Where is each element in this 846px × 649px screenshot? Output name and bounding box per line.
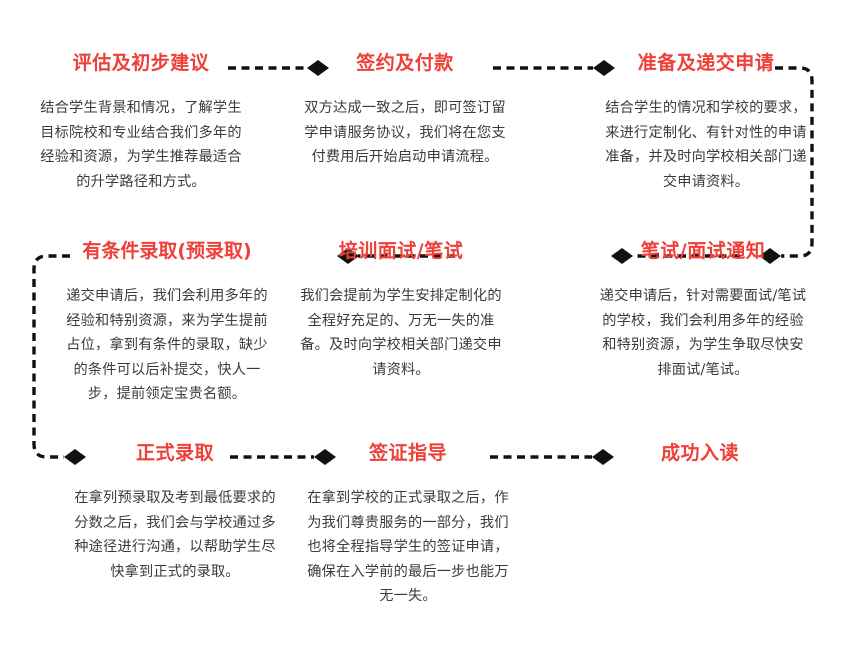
flow-step-3-title: 准备及递交申请 bbox=[637, 52, 775, 74]
flow-step-9-title: 成功入读 bbox=[660, 442, 739, 464]
flow-step-7[interactable]: 正式录取 在拿列预录取及考到最低要求的分数之后，我们会与学校通过多种途径进行沟通… bbox=[70, 440, 280, 584]
flow-step-4-body: 递交申请后，我们会利用多年的经验和特别资源，来为学生提前占位，拿到有条件的录取，… bbox=[66, 288, 268, 402]
flow-step-7-title: 正式录取 bbox=[135, 442, 214, 464]
flow-step-1-body: 结合学生背景和情况，了解学生目标院校和专业结合我们多年的经验和资源，为学生推荐最… bbox=[40, 100, 242, 190]
flow-step-8-title: 签证指导 bbox=[368, 442, 447, 464]
flow-step-2-body: 双方达成一致之后，即可签订留学申请服务协议，我们将在您支付费用后开始启动申请流程… bbox=[304, 100, 506, 165]
flow-step-5-title: 培训面试/笔试 bbox=[338, 240, 464, 262]
flow-step-3[interactable]: 准备及递交申请 结合学生的情况和学校的要求，来进行定制化、有针对性的申请准备，并… bbox=[601, 50, 811, 194]
flow-step-1[interactable]: 评估及初步建议 结合学生背景和情况，了解学生目标院校和专业结合我们多年的经验和资… bbox=[36, 50, 246, 194]
flow-step-5[interactable]: 培训面试/笔试 我们会提前为学生安排定制化的全程好充足的、万无一失的准备。及时向… bbox=[296, 238, 506, 382]
flow-step-8-body: 在拿到学校的正式录取之后，作为我们尊贵服务的一部分，我们也将全程指导学生的签证申… bbox=[307, 490, 509, 604]
flow-step-7-body: 在拿列预录取及考到最低要求的分数之后，我们会与学校通过多种途径进行沟通，以帮助学… bbox=[74, 490, 276, 580]
flow-step-6-title: 笔试/面试通知 bbox=[640, 240, 766, 262]
flow-step-3-body: 结合学生的情况和学校的要求，来进行定制化、有针对性的申请准备，并及时向学校相关部… bbox=[605, 100, 807, 190]
flow-step-2[interactable]: 签约及付款 双方达成一致之后，即可签订留学申请服务协议，我们将在您支付费用后开始… bbox=[300, 50, 510, 170]
flow-step-1-title: 评估及初步建议 bbox=[72, 52, 210, 74]
flow-step-8[interactable]: 签证指导 在拿到学校的正式录取之后，作为我们尊贵服务的一部分，我们也将全程指导学… bbox=[303, 440, 513, 609]
flow-step-4[interactable]: 有条件录取(预录取) 递交申请后，我们会利用多年的经验和特别资源，来为学生提前占… bbox=[62, 238, 272, 407]
flow-step-4-title: 有条件录取(预录取) bbox=[82, 240, 252, 262]
flow-step-5-body: 我们会提前为学生安排定制化的全程好充足的、万无一失的准备。及时向学校相关部门递交… bbox=[300, 288, 502, 378]
flow-step-2-title: 签约及付款 bbox=[356, 52, 454, 74]
flow-step-6[interactable]: 笔试/面试通知 递交申请后，针对需要面试/笔试的学校，我们会利用多年的经验和特别… bbox=[598, 238, 808, 382]
flow-step-6-body: 递交申请后，针对需要面试/笔试的学校，我们会利用多年的经验和特别资源，为学生争取… bbox=[599, 288, 807, 378]
flow-step-9[interactable]: 成功入读 bbox=[595, 440, 805, 486]
